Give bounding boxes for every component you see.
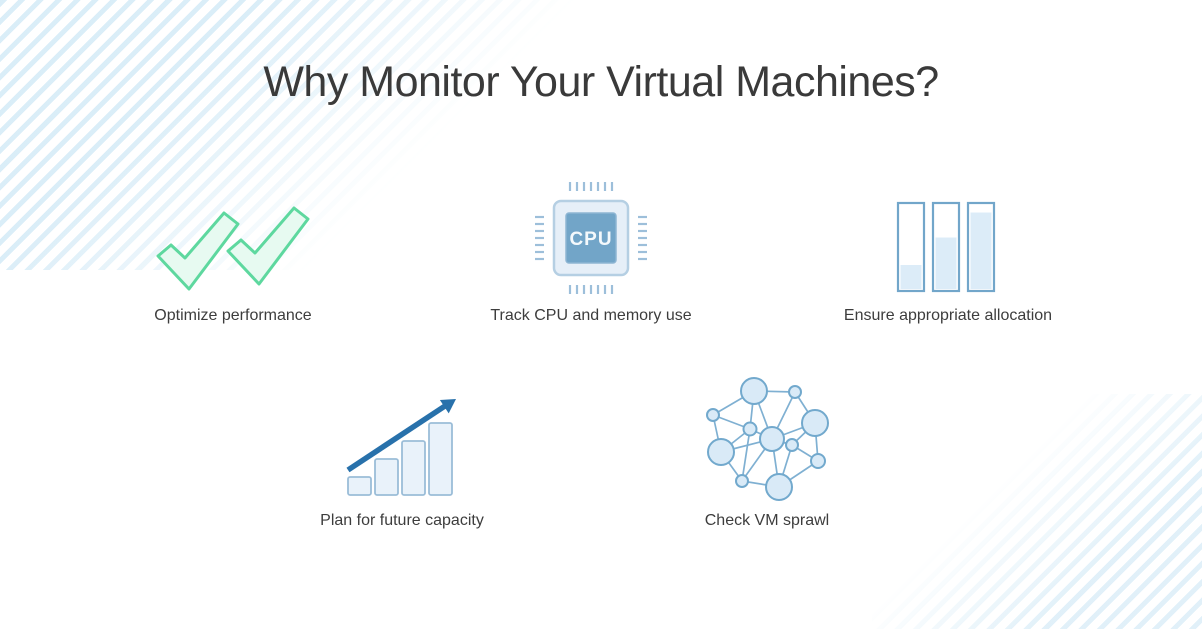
feature-label: Ensure appropriate allocation	[843, 307, 1053, 324]
double-checkmark-icon	[156, 206, 310, 291]
feature-plan-capacity: Plan for future capacity	[237, 375, 567, 530]
feature-check-vm-sprawl: Check VM sprawl	[602, 375, 932, 530]
feature-icon-box	[68, 185, 398, 307]
feature-icon-box	[602, 375, 932, 512]
feature-track-cpu-memory: CPU Track CPU and memory use	[426, 182, 756, 325]
cpu-chip-label: CPU	[569, 229, 612, 250]
growth-arrow	[346, 399, 456, 473]
feature-label: Track CPU and memory use	[490, 307, 692, 324]
growth-bars-arrow-icon	[346, 399, 456, 496]
feature-icon-box	[237, 375, 567, 512]
feature-optimize-performance: Optimize performance	[68, 185, 398, 325]
page-title: Why Monitor Your Virtual Machines?	[263, 58, 939, 106]
feature-ensure-allocation: Ensure appropriate allocation	[783, 185, 1113, 325]
feature-icon-box: CPU	[426, 182, 756, 307]
cpu-chip-icon: CPU	[535, 182, 647, 294]
feature-label: Plan for future capacity	[320, 512, 484, 529]
network-graph-icon	[706, 377, 829, 501]
feature-label: Check VM sprawl	[704, 512, 830, 529]
feature-label: Optimize performance	[154, 307, 312, 324]
allocation-gauges-icon	[896, 201, 996, 293]
feature-icon-box	[783, 185, 1113, 307]
